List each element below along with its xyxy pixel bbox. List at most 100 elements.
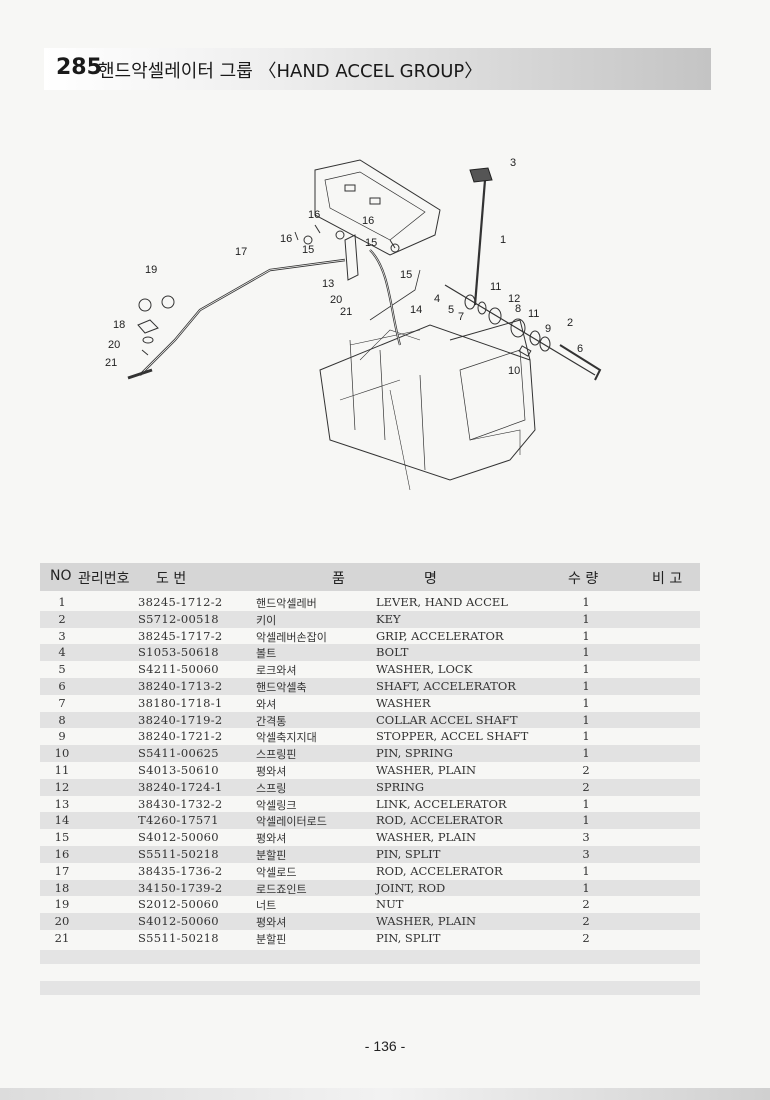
row-name-english: COLLAR ACCEL SHAFT <box>376 712 518 727</box>
row-no: 21 <box>54 930 70 945</box>
col-remark: 비 고 <box>652 571 683 587</box>
callout-21: 21 <box>340 306 352 318</box>
col-name-part2: 명 <box>424 571 437 587</box>
callout-10: 10 <box>508 365 520 377</box>
row-no: 14 <box>54 813 70 828</box>
row-no: 16 <box>54 846 70 861</box>
scan-edge <box>0 1088 770 1100</box>
callout-21: 21 <box>105 357 117 369</box>
table-row: 17 38435-1736-2 악셀로드 ROD, ACCELERATOR 1 <box>40 863 700 880</box>
row-code: S4013-50610 <box>138 762 219 777</box>
row-name-korean: 핸드악셀축 <box>256 680 307 694</box>
row-qty: 1 <box>582 678 590 693</box>
row-name-english: WASHER <box>376 695 431 710</box>
callout-11: 11 <box>528 308 539 320</box>
row-name-korean: 분할핀 <box>256 848 287 862</box>
callout-13: 13 <box>322 278 334 290</box>
row-code: 38435-1736-2 <box>138 863 223 878</box>
row-code: S4211-50060 <box>138 662 219 677</box>
row-name-korean: 분할핀 <box>256 932 287 946</box>
row-qty: 2 <box>582 930 590 945</box>
row-no: 17 <box>54 863 70 878</box>
row-name-english: WASHER, PLAIN <box>376 914 477 929</box>
row-qty: 1 <box>582 796 590 811</box>
row-name-korean: 스프링 <box>256 781 287 795</box>
empty-row-band <box>40 950 700 964</box>
callout-16: 16 <box>308 209 320 221</box>
row-code: 38430-1732-2 <box>138 796 223 811</box>
callout-15: 15 <box>302 244 314 256</box>
callout-11: 11 <box>490 281 501 293</box>
row-name-korean: 키이 <box>256 613 277 627</box>
row-code: 38240-1713-2 <box>138 678 223 693</box>
row-qty: 2 <box>582 897 590 912</box>
row-name-english: WASHER, LOCK <box>376 662 473 677</box>
row-name-korean: 로드죠인트 <box>256 882 307 896</box>
callout-8: 8 <box>515 303 521 315</box>
callout-15: 15 <box>365 237 377 249</box>
row-code: S4012-50060 <box>138 830 219 845</box>
row-name-korean: 평와셔 <box>256 916 287 930</box>
row-code: 38240-1719-2 <box>138 712 223 727</box>
row-name-korean: 악셀축지지대 <box>256 731 317 745</box>
row-code: S5511-50218 <box>138 846 219 861</box>
row-qty: 2 <box>582 914 590 929</box>
row-no: 7 <box>58 695 66 710</box>
row-name-english: SHAFT, ACCELERATOR <box>376 678 516 693</box>
section-title: 핸드악셀레이터 그룹 〈HAND ACCEL GROUP〉 <box>98 61 483 82</box>
row-no: 9 <box>58 729 66 744</box>
table-row: 21 S5511-50218 분할핀 PIN, SPLIT 2 <box>40 930 700 947</box>
callout-19: 19 <box>145 264 157 276</box>
row-qty: 1 <box>582 880 590 895</box>
row-name-english: ROD, ACCELERATOR <box>376 863 503 878</box>
row-no: 19 <box>54 897 70 912</box>
row-qty: 1 <box>582 628 590 643</box>
callout-3: 3 <box>510 157 516 169</box>
row-no: 18 <box>54 880 70 895</box>
row-name-english: PIN, SPRING <box>376 746 453 761</box>
row-name-korean: 간격통 <box>256 714 287 728</box>
page-header: 285 핸드악셀레이터 그룹 〈HAND ACCEL GROUP〉 <box>44 48 711 90</box>
col-drawing-number: 도 번 <box>156 571 187 587</box>
row-qty: 3 <box>582 846 590 861</box>
callout-6: 6 <box>577 343 583 355</box>
row-no: 13 <box>54 796 70 811</box>
row-qty: 1 <box>582 746 590 761</box>
callout-16: 16 <box>362 215 374 227</box>
callout-1: 1 <box>500 234 506 246</box>
row-code: 38245-1712-2 <box>138 595 223 609</box>
row-name-korean: 볼트 <box>256 647 277 661</box>
row-qty: 1 <box>582 729 590 744</box>
row-qty: 1 <box>582 662 590 677</box>
row-code: S1053-50618 <box>138 645 219 660</box>
row-code: S5511-50218 <box>138 930 219 945</box>
row-qty: 1 <box>582 863 590 878</box>
row-name-english: PIN, SPLIT <box>376 930 441 945</box>
row-no: 11 <box>54 762 70 777</box>
row-name-english: WASHER, PLAIN <box>376 762 477 777</box>
row-name-english: ROD, ACCELERATOR <box>376 813 503 828</box>
row-name-english: JOINT, ROD <box>376 880 446 895</box>
row-name-english: NUT <box>376 897 404 912</box>
row-qty: 2 <box>582 762 590 777</box>
page-number: - 136 - <box>364 1038 406 1054</box>
row-name-korean: 스프링핀 <box>256 748 297 762</box>
callout-5: 5 <box>448 304 454 316</box>
callout-18: 18 <box>113 319 125 331</box>
row-name-korean: 핸드악셀레버 <box>256 597 317 610</box>
row-code: 38240-1721-2 <box>138 729 223 744</box>
row-name-korean: 악셀로드 <box>256 865 297 879</box>
row-qty: 1 <box>582 695 590 710</box>
callout-9: 9 <box>545 323 551 335</box>
row-name-english: BOLT <box>376 645 409 660</box>
